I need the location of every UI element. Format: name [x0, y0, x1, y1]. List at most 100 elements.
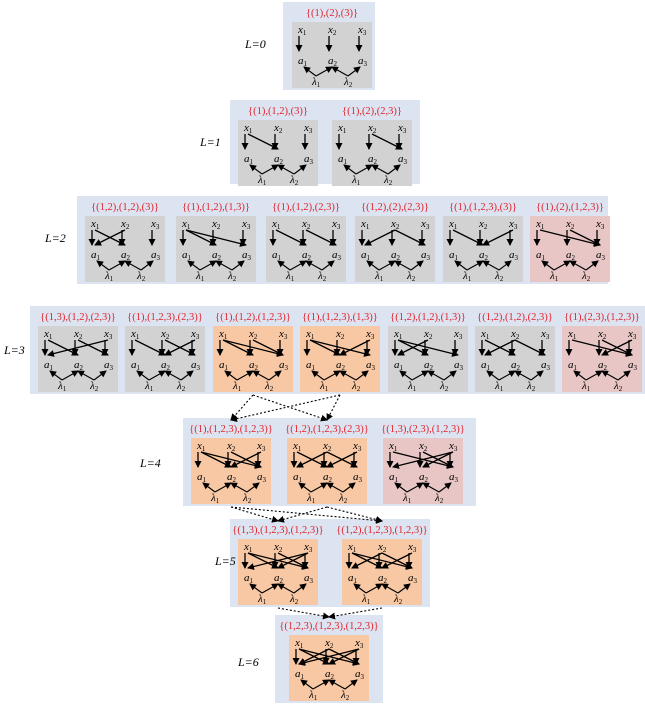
cell-title: {(1),(2),(2,3)}	[342, 106, 402, 117]
x-node-label: x1	[360, 218, 370, 231]
x-node-label: x1	[43, 328, 53, 341]
lambda-to-a-edge	[230, 482, 248, 493]
lambda-to-a-edge	[438, 482, 452, 493]
lambda-node-label: λ1	[494, 380, 504, 393]
a-node-label: a1	[182, 249, 192, 262]
cell-box	[383, 438, 463, 504]
a-node-label: a2	[391, 249, 401, 262]
a-node-label: a2	[212, 249, 222, 262]
cell-box	[38, 326, 118, 392]
cell-box	[287, 438, 367, 504]
x-node-label: x3	[508, 218, 518, 231]
cell-title: {(1),(1,2,3),(1,3)}	[302, 312, 378, 323]
a-node-label: a3	[279, 359, 289, 372]
x-to-a-edge	[339, 339, 371, 356]
lambda-node-label: λ2	[343, 76, 353, 89]
lambda-to-a-edge	[498, 260, 512, 271]
cell-title: {(1),(2),(1,2,3)}	[536, 202, 604, 213]
cell-title: {(1,2),(2),(2,3)}	[361, 202, 429, 213]
cell-title: {(1,2,3),(1,2,3),(1,2,3)}	[279, 621, 378, 632]
lambda-node-label: λ2	[526, 380, 536, 393]
x-node-label: x3	[303, 541, 313, 554]
x-node-label: x2	[367, 122, 377, 135]
lambda-node-label: λ2	[383, 174, 393, 187]
lambda-to-a-edge	[293, 583, 307, 594]
a-node-label: a1	[306, 359, 316, 372]
x-node-label: x1	[130, 328, 140, 341]
x-node-label: x1	[347, 541, 357, 554]
x-node-label: x1	[218, 328, 228, 341]
lambda-node-label: λ2	[176, 380, 186, 393]
cell-box	[332, 120, 412, 186]
lambda-to-a-edge	[339, 370, 357, 381]
x-node-label: x2	[418, 440, 428, 453]
lambda-to-a-edge	[303, 66, 317, 77]
cell-box	[238, 539, 318, 605]
lambda-node-label: λ2	[289, 174, 299, 187]
a-node-label: a2	[161, 359, 171, 372]
lambda-to-a-edge	[381, 583, 399, 594]
lambda-node-label: λ2	[393, 593, 403, 606]
level-label: L=2	[44, 231, 66, 245]
cell-box	[443, 216, 523, 282]
a-node-label: a1	[244, 572, 254, 585]
a-node-label: a3	[509, 249, 519, 262]
lambda-to-a-edge	[569, 260, 587, 271]
x-node-label: x2	[120, 218, 130, 231]
transition-arrow	[326, 394, 341, 421]
x-node-label: x3	[352, 440, 362, 453]
cell-title: {(1),(1,2),(2,3)}	[272, 202, 340, 213]
lambda-node-label: λ1	[210, 492, 220, 505]
x-node-label: x2	[160, 328, 170, 341]
transition-arrow	[277, 506, 328, 523]
a-node-label: a2	[121, 249, 131, 262]
lambda-to-a-edge	[300, 679, 314, 690]
cell-box	[289, 635, 369, 701]
a-node-label: a2	[424, 359, 434, 372]
a-node-label: a3	[353, 471, 363, 484]
lambda-to-a-edge	[252, 370, 270, 381]
lambda-to-a-edge	[454, 260, 468, 271]
a-node-label: a2	[325, 668, 335, 681]
lambda-node-label: λ2	[89, 380, 99, 393]
lambda-node-label: λ2	[317, 270, 327, 283]
a-node-label: a3	[191, 359, 201, 372]
lambda-to-a-edge	[305, 260, 323, 271]
lambda-to-a-edge	[394, 482, 408, 493]
lambda-node-label: λ2	[242, 492, 252, 505]
x-to-a-edge	[277, 552, 309, 569]
a-node-label: a2	[378, 572, 388, 585]
lambda-node-label: λ2	[581, 270, 591, 283]
a-node-label: a3	[151, 249, 161, 262]
lambda-node-label: λ1	[549, 270, 559, 283]
cell-box	[176, 216, 256, 282]
x-node-label: x2	[377, 541, 387, 554]
x-to-a-edge	[222, 339, 284, 357]
lambda-node-label: λ2	[613, 380, 623, 393]
a-node-label: a2	[598, 359, 608, 372]
x-node-label: x3	[365, 328, 375, 341]
x-node-label: x1	[480, 328, 490, 341]
lambda-to-a-edge	[344, 679, 358, 690]
x-node-label: x1	[297, 24, 307, 37]
a-node-label: a3	[355, 668, 365, 681]
a-node-label: a3	[541, 359, 551, 372]
lambda-to-a-edge	[387, 164, 401, 175]
lambda-to-a-edge	[249, 164, 263, 175]
x-node-label: x2	[322, 440, 332, 453]
a-node-label: a2	[566, 249, 576, 262]
x-to-a-edge	[47, 339, 109, 357]
lambda-to-a-edge	[498, 370, 516, 381]
x-node-label: x2	[324, 637, 334, 650]
x-to-a-edge	[298, 648, 360, 666]
lambda-node-label: λ2	[227, 270, 237, 283]
lambda-node-label: λ1	[257, 174, 267, 187]
x-node-label: x1	[271, 218, 281, 231]
lambda-node-label: λ1	[374, 270, 384, 283]
lambda-to-a-edge	[342, 482, 356, 493]
